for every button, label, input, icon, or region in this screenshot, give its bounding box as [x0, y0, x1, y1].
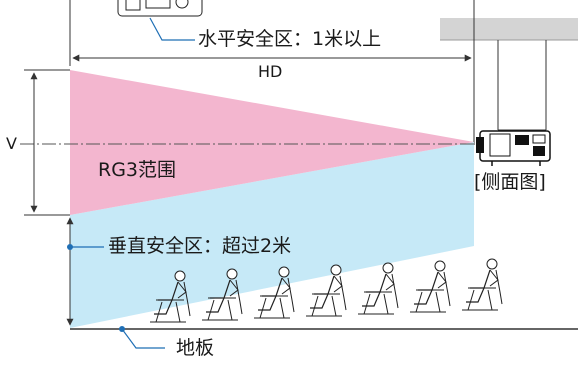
vertical-safety-zone: [70, 142, 474, 328]
audience-seat: [410, 260, 451, 313]
projector-top-view: [117, 0, 203, 17]
audience-seat: [358, 262, 399, 315]
audience-seat: [202, 268, 243, 321]
audience-group: [150, 258, 503, 323]
audience-seat: [150, 270, 191, 323]
side-view-label: [侧面图]: [474, 171, 546, 193]
vertical-safe-zone-label: 垂直安全区：超过2米: [108, 235, 292, 257]
horizontal-safe-callout: [149, 17, 195, 41]
floor-label: 地板: [176, 337, 215, 359]
rg3-zone: [70, 70, 474, 215]
ceiling: [440, 18, 578, 40]
horizontal-safe-zone-label: 水平安全区：1米以上: [196, 28, 384, 50]
audience-seat: [462, 258, 503, 311]
projector-side-view: [476, 130, 551, 166]
v-dimension-label: V: [6, 134, 17, 153]
audience-seat: [254, 266, 295, 319]
rg3-range-label: RG3范围: [98, 159, 177, 181]
audience-seat: [306, 264, 347, 317]
hd-dimension-label: HD: [258, 62, 283, 81]
floor-callout-line: [121, 328, 165, 349]
